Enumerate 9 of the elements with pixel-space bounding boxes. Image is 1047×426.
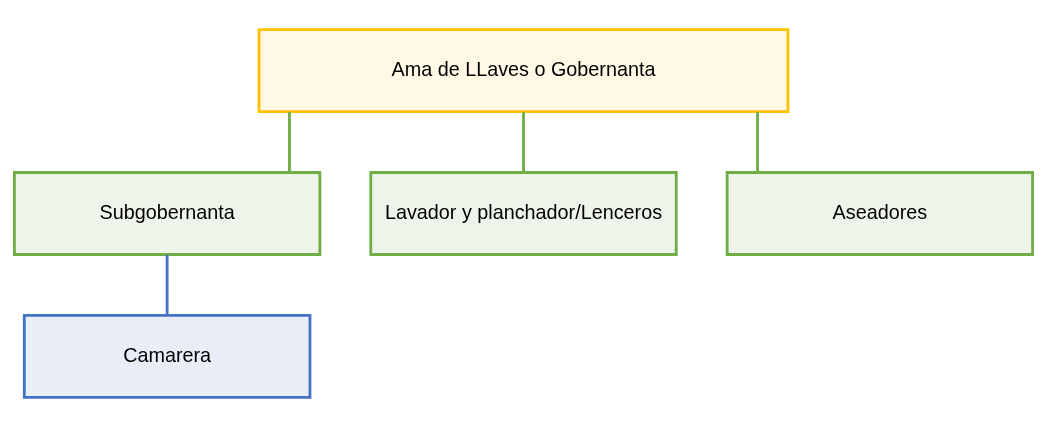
node-box: Subgobernanta (13, 170, 322, 256)
node-box: Camarera (22, 313, 312, 399)
connector (165, 254, 169, 315)
connector (288, 111, 291, 172)
node-box: Lavador y planchador/Lenceros (369, 170, 678, 256)
connector (522, 111, 525, 172)
connector (756, 111, 759, 172)
node-box: Ama de LLaves o Gobernanta (257, 27, 790, 113)
node-box: Aseadores (725, 170, 1034, 256)
